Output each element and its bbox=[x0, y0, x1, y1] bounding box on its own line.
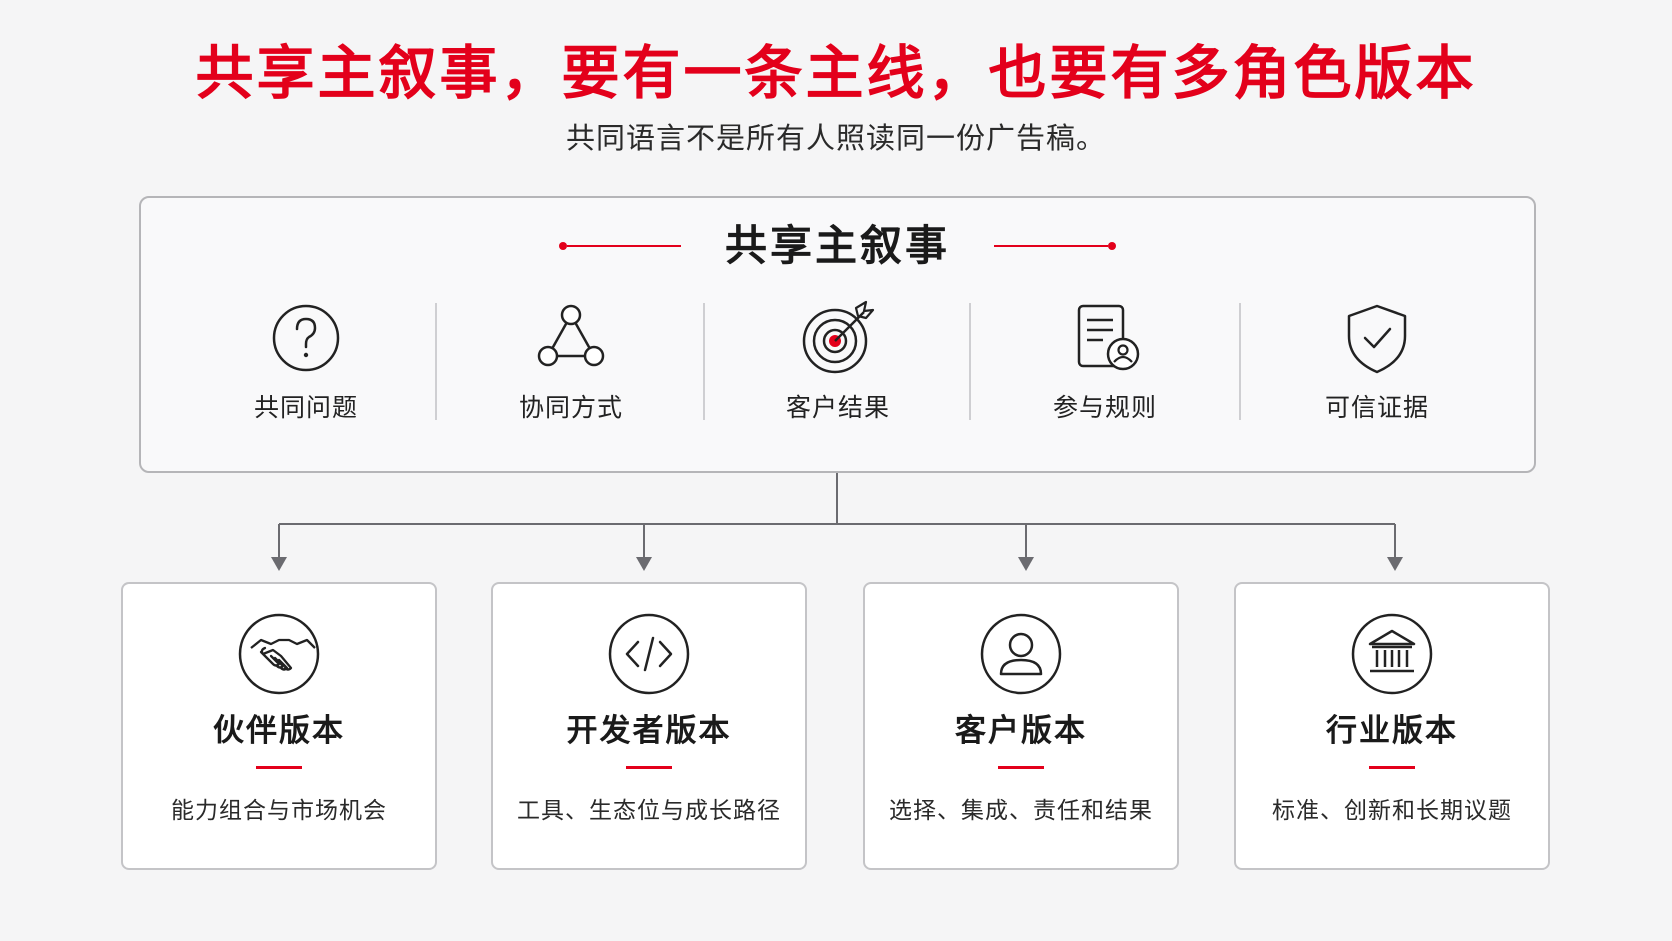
pillar-participation-rules: 参与规则 bbox=[1005, 298, 1205, 428]
shield-check-icon bbox=[1347, 304, 1407, 374]
target-icon bbox=[802, 300, 875, 374]
code-icon bbox=[608, 613, 690, 695]
pillar-label: 参与规则 bbox=[1052, 393, 1157, 422]
pillar-label: 协同方式 bbox=[518, 393, 623, 422]
handshake-icon bbox=[238, 613, 320, 695]
page-title: 共享主叙事，要有一条主线，也要有多角色版本 bbox=[195, 39, 1477, 107]
pillar-label: 共同问题 bbox=[253, 393, 358, 422]
question-icon bbox=[272, 304, 340, 372]
card-developer-version: 开发者版本 工具、生态位与成长路径 bbox=[491, 582, 807, 870]
divider bbox=[435, 303, 437, 420]
card-underline bbox=[256, 766, 302, 769]
divider bbox=[1239, 303, 1241, 420]
pillar-label: 客户结果 bbox=[785, 393, 890, 422]
divider bbox=[703, 303, 705, 420]
network-icon bbox=[537, 304, 605, 367]
card-title: 开发者版本 bbox=[566, 713, 732, 749]
shared-narrative-heading: 共享主叙事 bbox=[141, 218, 1534, 274]
pillar-label: 可信证据 bbox=[1324, 393, 1429, 422]
document-user-icon bbox=[1077, 304, 1140, 371]
card-title: 客户版本 bbox=[955, 713, 1087, 749]
shared-narrative-title: 共享主叙事 bbox=[724, 221, 950, 270]
card-title: 行业版本 bbox=[1326, 713, 1458, 749]
card-underline bbox=[1369, 766, 1415, 769]
pillar-collaboration: 协同方式 bbox=[471, 298, 671, 428]
user-icon bbox=[980, 613, 1062, 695]
shared-narrative-box: 共享主叙事 共同问题 协同方式 bbox=[139, 196, 1536, 473]
institution-icon bbox=[1351, 613, 1433, 695]
pillar-credible-evidence: 可信证据 bbox=[1277, 298, 1477, 428]
divider bbox=[969, 303, 971, 420]
pillar-common-problem: 共同问题 bbox=[206, 298, 406, 428]
pillar-customer-result: 客户结果 bbox=[738, 298, 938, 428]
card-description: 能力组合与市场机会 bbox=[171, 798, 387, 824]
heading-decoration-left bbox=[558, 242, 681, 250]
card-partner-version: 伙伴版本 能力组合与市场机会 bbox=[121, 582, 437, 870]
card-title: 伙伴版本 bbox=[213, 713, 345, 749]
card-customer-version: 客户版本 选择、集成、责任和结果 bbox=[863, 582, 1179, 870]
card-industry-version: 行业版本 标准、创新和长期议题 bbox=[1234, 582, 1550, 870]
card-underline bbox=[626, 766, 672, 769]
card-description: 标准、创新和长期议题 bbox=[1272, 798, 1512, 824]
card-description: 选择、集成、责任和结果 bbox=[889, 798, 1153, 824]
heading-decoration-right bbox=[994, 242, 1116, 250]
card-description: 工具、生态位与成长路径 bbox=[517, 798, 781, 824]
page-subtitle: 共同语言不是所有人照读同一份广告稿。 bbox=[565, 121, 1106, 155]
card-underline bbox=[998, 766, 1044, 769]
